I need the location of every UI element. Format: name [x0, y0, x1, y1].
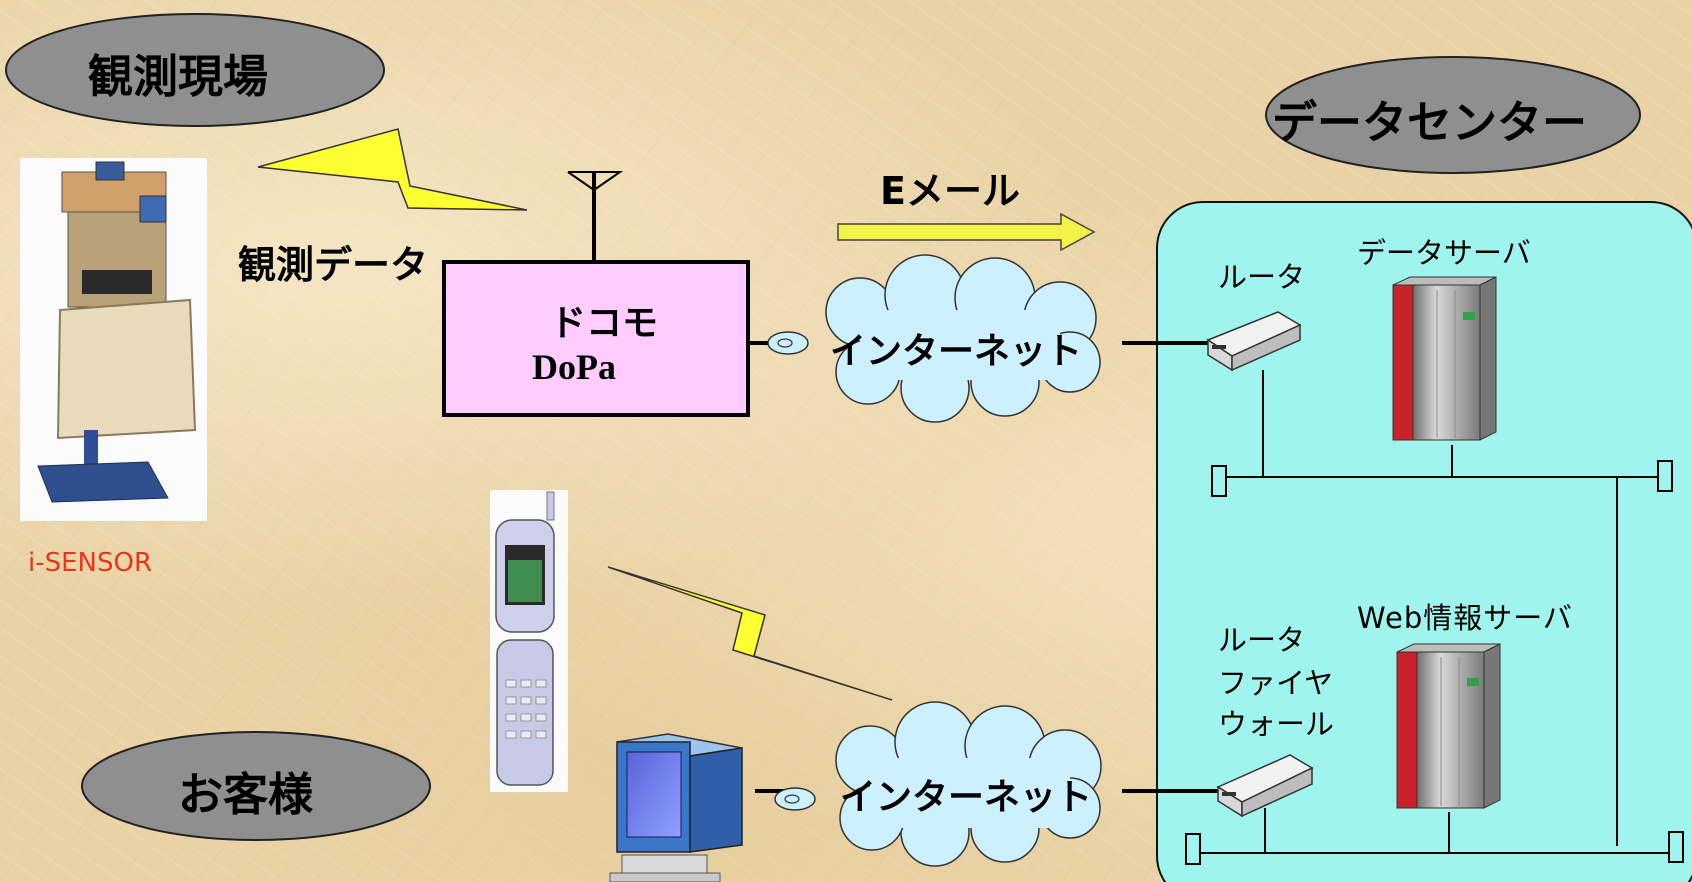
- site-oval: [5, 13, 385, 127]
- firewall-label-line2: ウォール: [1218, 707, 1335, 741]
- internet-cloud-top: [825, 254, 1101, 423]
- docomo-dopa-box: [442, 260, 750, 417]
- i-sensor-photo: [20, 158, 207, 521]
- computer-icon: [609, 733, 743, 882]
- lightning-top: [257, 128, 528, 211]
- sensor-caption: i-SENSOR: [28, 548, 153, 578]
- lightning-bottom: [607, 566, 893, 701]
- customer-label: お客様: [178, 768, 314, 821]
- observation-data-label: 観測データ: [238, 243, 429, 287]
- dopa-label: DoPa: [532, 347, 616, 387]
- internet-top-label: インターネット: [830, 331, 1083, 372]
- router-top-label: ルータ: [1218, 260, 1306, 294]
- datacenter-oval: [1265, 56, 1641, 174]
- router-bottom-icon: [1216, 754, 1314, 818]
- plug-bottom: [774, 787, 816, 811]
- mobile-phone-icon: [490, 490, 568, 792]
- datacenter-label: データセンター: [1272, 96, 1588, 149]
- firewall-label-line1: ファイヤ: [1218, 666, 1334, 700]
- email-label: Eメール: [880, 169, 1020, 213]
- antenna-head: [567, 171, 624, 192]
- site-label: 観測現場: [88, 50, 269, 103]
- router-top-icon: [1206, 311, 1302, 372]
- datacenter-panel: [1156, 201, 1692, 882]
- lan-bottom: [1185, 808, 1684, 865]
- internet-bottom-label: インターネット: [840, 777, 1093, 818]
- web-server-label: Web情報サーバ: [1357, 601, 1573, 635]
- internet-cloud-bottom: [835, 701, 1102, 867]
- router-bottom-label: ルータ: [1218, 623, 1306, 657]
- data-server-icon: [1392, 276, 1497, 441]
- data-server-label: データサーバ: [1357, 236, 1531, 270]
- lan-top: [1211, 370, 1673, 846]
- docomo-label: ドコモ: [550, 303, 659, 344]
- email-arrow: [837, 212, 1096, 252]
- web-server-icon: [1396, 643, 1501, 809]
- plug-top: [767, 331, 809, 355]
- customer-oval: [81, 731, 431, 841]
